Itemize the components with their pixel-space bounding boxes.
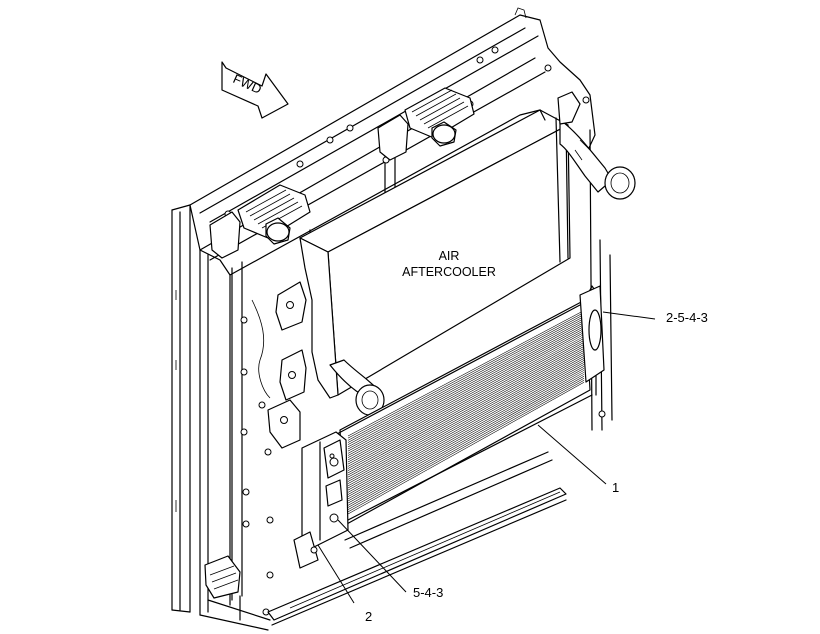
air-aftercooler (299, 91, 636, 416)
callout-5-4-3: 5-4-3 (413, 585, 443, 600)
oil-cooler-fins (347, 310, 585, 515)
fwd-direction-arrow: FWD (221, 61, 289, 119)
left-side-rail (171, 204, 191, 613)
callout-2-5-4-3: 2-5-4-3 (666, 310, 708, 325)
aftercooler-label-line1: AIR (439, 249, 460, 263)
mounting-brackets (251, 281, 307, 449)
callout-1: 1 (612, 480, 619, 495)
lower-corner-hardware (204, 555, 241, 599)
aftercooler-label-line2: AFTERCOOLER (402, 265, 496, 279)
oil-cooler-bracket (293, 431, 349, 569)
callout-2: 2 (365, 609, 372, 624)
latch-left (209, 184, 311, 259)
bottom-crossbar (267, 487, 567, 626)
callouts: 2-5-4-3 1 5-4-3 2 (317, 310, 708, 624)
latch-right (377, 87, 475, 161)
